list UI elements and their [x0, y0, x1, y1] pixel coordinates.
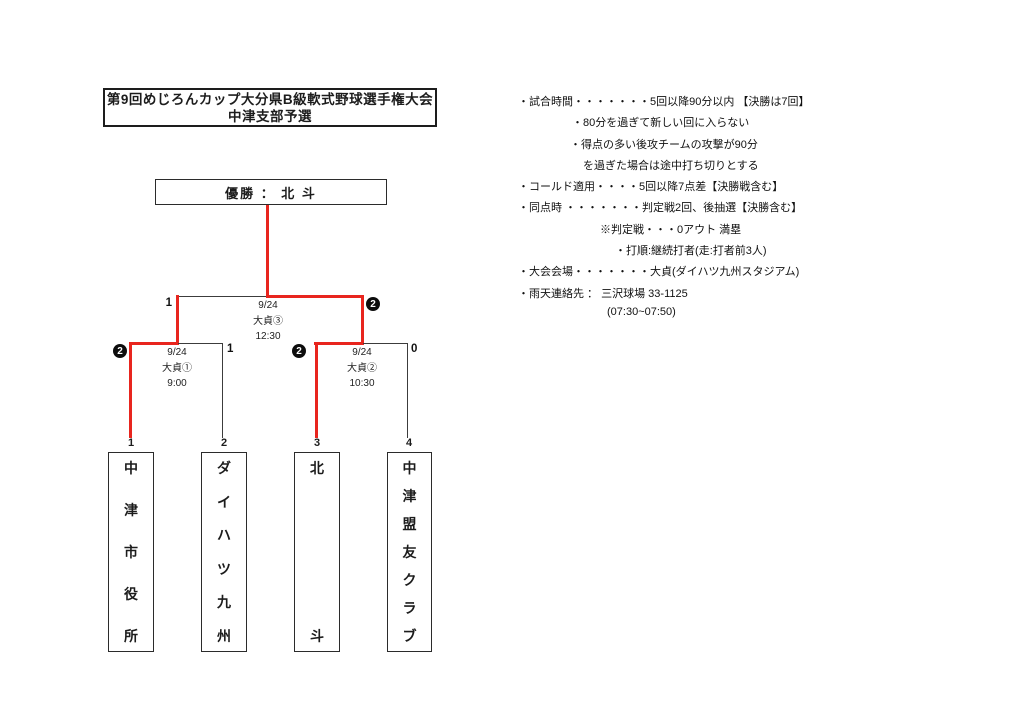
team-box-1: 中津市役所 [108, 452, 154, 652]
rule-note-3: ・得点の多い後攻チームの攻撃が90分 [570, 138, 758, 151]
semi2-right-score: 0 [411, 343, 418, 355]
rule-note-1: ・試合時間・・・・・・・5回以降90分以内 【決勝は7回】 [518, 96, 810, 108]
semi2-winner-score: 2 [292, 344, 306, 358]
semi1-bar-winner [129, 342, 179, 345]
semi1-match-date: 9/24 [167, 347, 187, 358]
semi2-winner-connector [361, 295, 364, 345]
title-line-2: 中津支部予選 [228, 108, 312, 124]
team-box-4: 中津盟友クラブ [387, 452, 432, 652]
team-name-1: 中津市役所 [124, 460, 138, 644]
rule-note-7: ※判定戦・・・0アウト 満塁 [600, 223, 742, 236]
semi1-winner-connector [176, 295, 179, 345]
semi2-left-team-line [315, 342, 318, 438]
semi1-match-venue: 大貞① [162, 362, 192, 374]
tournament-title-box: 第9回めじろんカップ大分県B級軟式野球選手権大会 中津支部予選 [103, 88, 437, 127]
semi1-left-team-line [129, 342, 132, 438]
rule-note-9: ・大会会場・・・・・・・大貞(ダイハツ九州スタジアム) [518, 266, 800, 279]
semi2-match-time: 10:30 [349, 378, 375, 390]
semi2-match-info: 9/24 大貞② 10:30 [317, 345, 407, 392]
team-name-3: 北斗 [310, 460, 324, 644]
rule-note-8: ・打順:継続打者(走:打者前3人) [615, 245, 767, 258]
team-seed-1: 1 [127, 437, 135, 449]
semi2-right-team-line [407, 343, 409, 438]
team-name-4: 中津盟友クラブ [402, 460, 417, 644]
final-match-date: 9/24 [258, 300, 278, 311]
rule-note-4: を過ぎた場合は途中打ち切りとする [583, 159, 759, 172]
champion-label: 優勝 ： 北 斗 [225, 185, 317, 201]
semi2-bar-winner [314, 342, 364, 345]
final-match-time: 12:30 [255, 331, 281, 343]
semi1-right-score: 1 [227, 343, 234, 355]
rule-note-10: ・雨天連絡先 ： 三沢球場 33-1125 [518, 287, 688, 300]
semi2-match-venue: 大貞② [347, 362, 377, 374]
rules-panel: ・試合時間・・・・・・・5回以降90分以内 【決勝は7回】 ・80分を過ぎて新し… [518, 93, 1013, 327]
semi2-bar-right [363, 343, 408, 345]
team-seed-4: 4 [405, 437, 413, 449]
title-line-1: 第9回めじろんカップ大分県B級軟式野球選手権大会 [106, 91, 434, 107]
rule-note-2: ・80分を過ぎて新しい回に入らない [572, 117, 750, 130]
final-bar-winner [266, 295, 364, 298]
rule-note-6: ・同点時 ・・・・・・・判定戦2回、後抽選【決勝含む】 [518, 202, 803, 215]
team-seed-3: 3 [313, 437, 321, 449]
winner-path-to-champion [266, 205, 269, 296]
semi2-match-date: 9/24 [352, 347, 372, 358]
rule-note-11: (07:30~07:50) [607, 305, 676, 318]
final-winner-score: 2 [366, 297, 380, 311]
final-match-venue: 大貞③ [253, 315, 283, 327]
team-box-3: 北斗 [294, 452, 340, 652]
final-match-info: 9/24 大貞③ 12:30 [223, 298, 313, 345]
final-bar-left [177, 296, 268, 298]
team-name-2: ダイハツ九州 [217, 460, 231, 644]
semi1-right-team-line [222, 343, 224, 438]
champion-box: 優勝 ： 北 斗 [155, 179, 387, 205]
team-seed-2: 2 [220, 437, 228, 449]
semi1-match-time: 9:00 [167, 378, 187, 390]
semi1-bar-right [178, 343, 223, 345]
team-box-2: ダイハツ九州 [201, 452, 247, 652]
semi1-winner-score: 2 [113, 344, 127, 358]
rule-note-5: ・コールド適用・・・・5回以降7点差【決勝戦含む】 [518, 181, 784, 194]
final-left-score: 1 [165, 297, 172, 309]
semi1-match-info: 9/24 大貞① 9:00 [132, 345, 222, 392]
